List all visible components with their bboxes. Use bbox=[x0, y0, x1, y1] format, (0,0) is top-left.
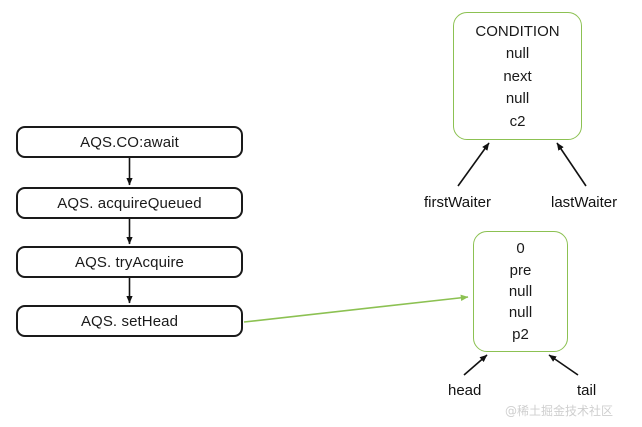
flow-box-label: AQS. tryAcquire bbox=[74, 253, 185, 271]
flow-box-set-head[interactable]: AQS. setHead bbox=[16, 305, 243, 337]
flow-box-label: AQS. setHead bbox=[80, 312, 179, 330]
arrow-set-head-to-node bbox=[243, 294, 469, 323]
pointer-label-first-waiter: firstWaiter bbox=[424, 194, 491, 211]
node-row-field-3: null bbox=[505, 90, 530, 107]
flow-box-acquire-queued[interactable]: AQS. acquireQueued bbox=[16, 187, 243, 219]
arrow-head bbox=[463, 354, 488, 376]
flow-box-label: AQS.CO:await bbox=[80, 133, 179, 151]
node-row-field-1: pre bbox=[509, 261, 532, 279]
node-condition[interactable]: CONDITION null next null c2 bbox=[453, 12, 582, 140]
flow-box-label: AQS. acquireQueued bbox=[57, 194, 202, 212]
arrow-first-waiter bbox=[457, 142, 490, 187]
node-row-type: CONDITION bbox=[475, 22, 560, 40]
node-row-state: 0 bbox=[516, 240, 525, 258]
node-row-field-2: null bbox=[508, 282, 533, 300]
pointer-label-last-waiter: lastWaiter bbox=[551, 194, 618, 211]
pointer-label-head: head bbox=[448, 382, 482, 399]
node-row-field-3: null bbox=[508, 304, 533, 322]
arrow-last-waiter bbox=[556, 142, 587, 187]
node-row-field-4: c2 bbox=[509, 112, 526, 130]
node-queue[interactable]: 0 pre null null p2 bbox=[473, 231, 568, 352]
node-row-field-4: p2 bbox=[512, 325, 529, 343]
pointer-label-tail: tail bbox=[577, 382, 597, 399]
watermark-text: @稀土掘金技术社区 bbox=[505, 404, 614, 418]
node-row-field-2: next bbox=[503, 67, 532, 85]
flow-box-await[interactable]: AQS.CO:await bbox=[16, 126, 243, 158]
arrow-tail bbox=[548, 354, 579, 376]
node-row-field-1: null bbox=[505, 45, 530, 62]
flow-box-try-acquire[interactable]: AQS. tryAcquire bbox=[16, 246, 243, 278]
